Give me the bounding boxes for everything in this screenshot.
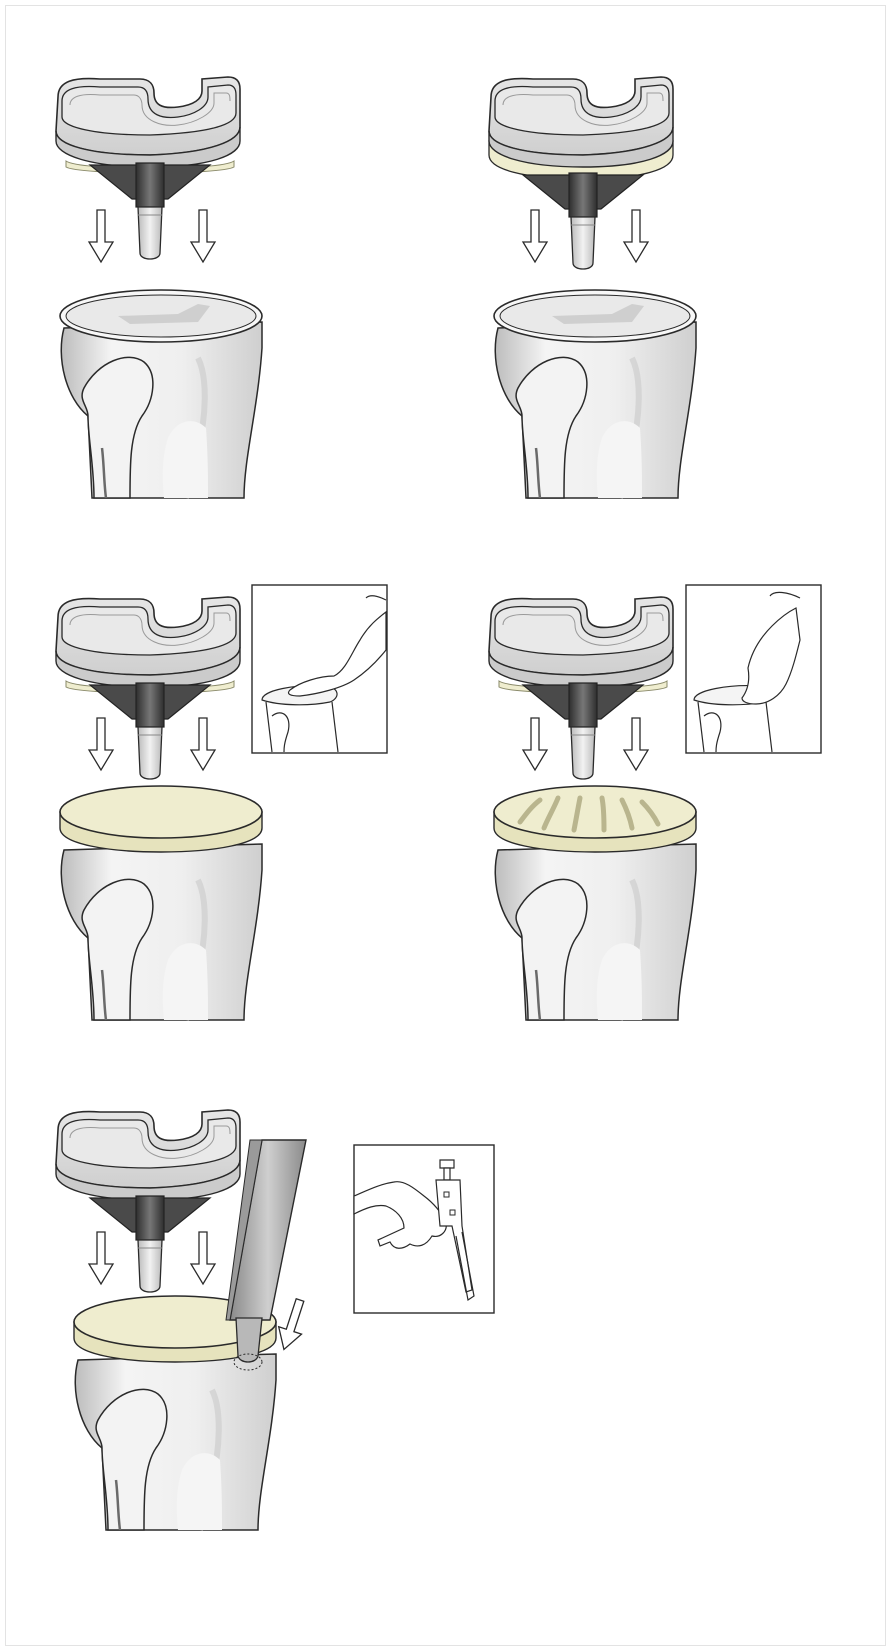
panel-2 [489,77,696,498]
panel-4 [489,585,821,1020]
inset-finger-spreading [252,585,387,753]
panel-3 [56,585,387,1020]
panel-1 [56,77,262,498]
inset-cement-gun [354,1145,494,1313]
inset-finger-pressing [686,585,821,753]
panel-5 [56,1110,494,1530]
